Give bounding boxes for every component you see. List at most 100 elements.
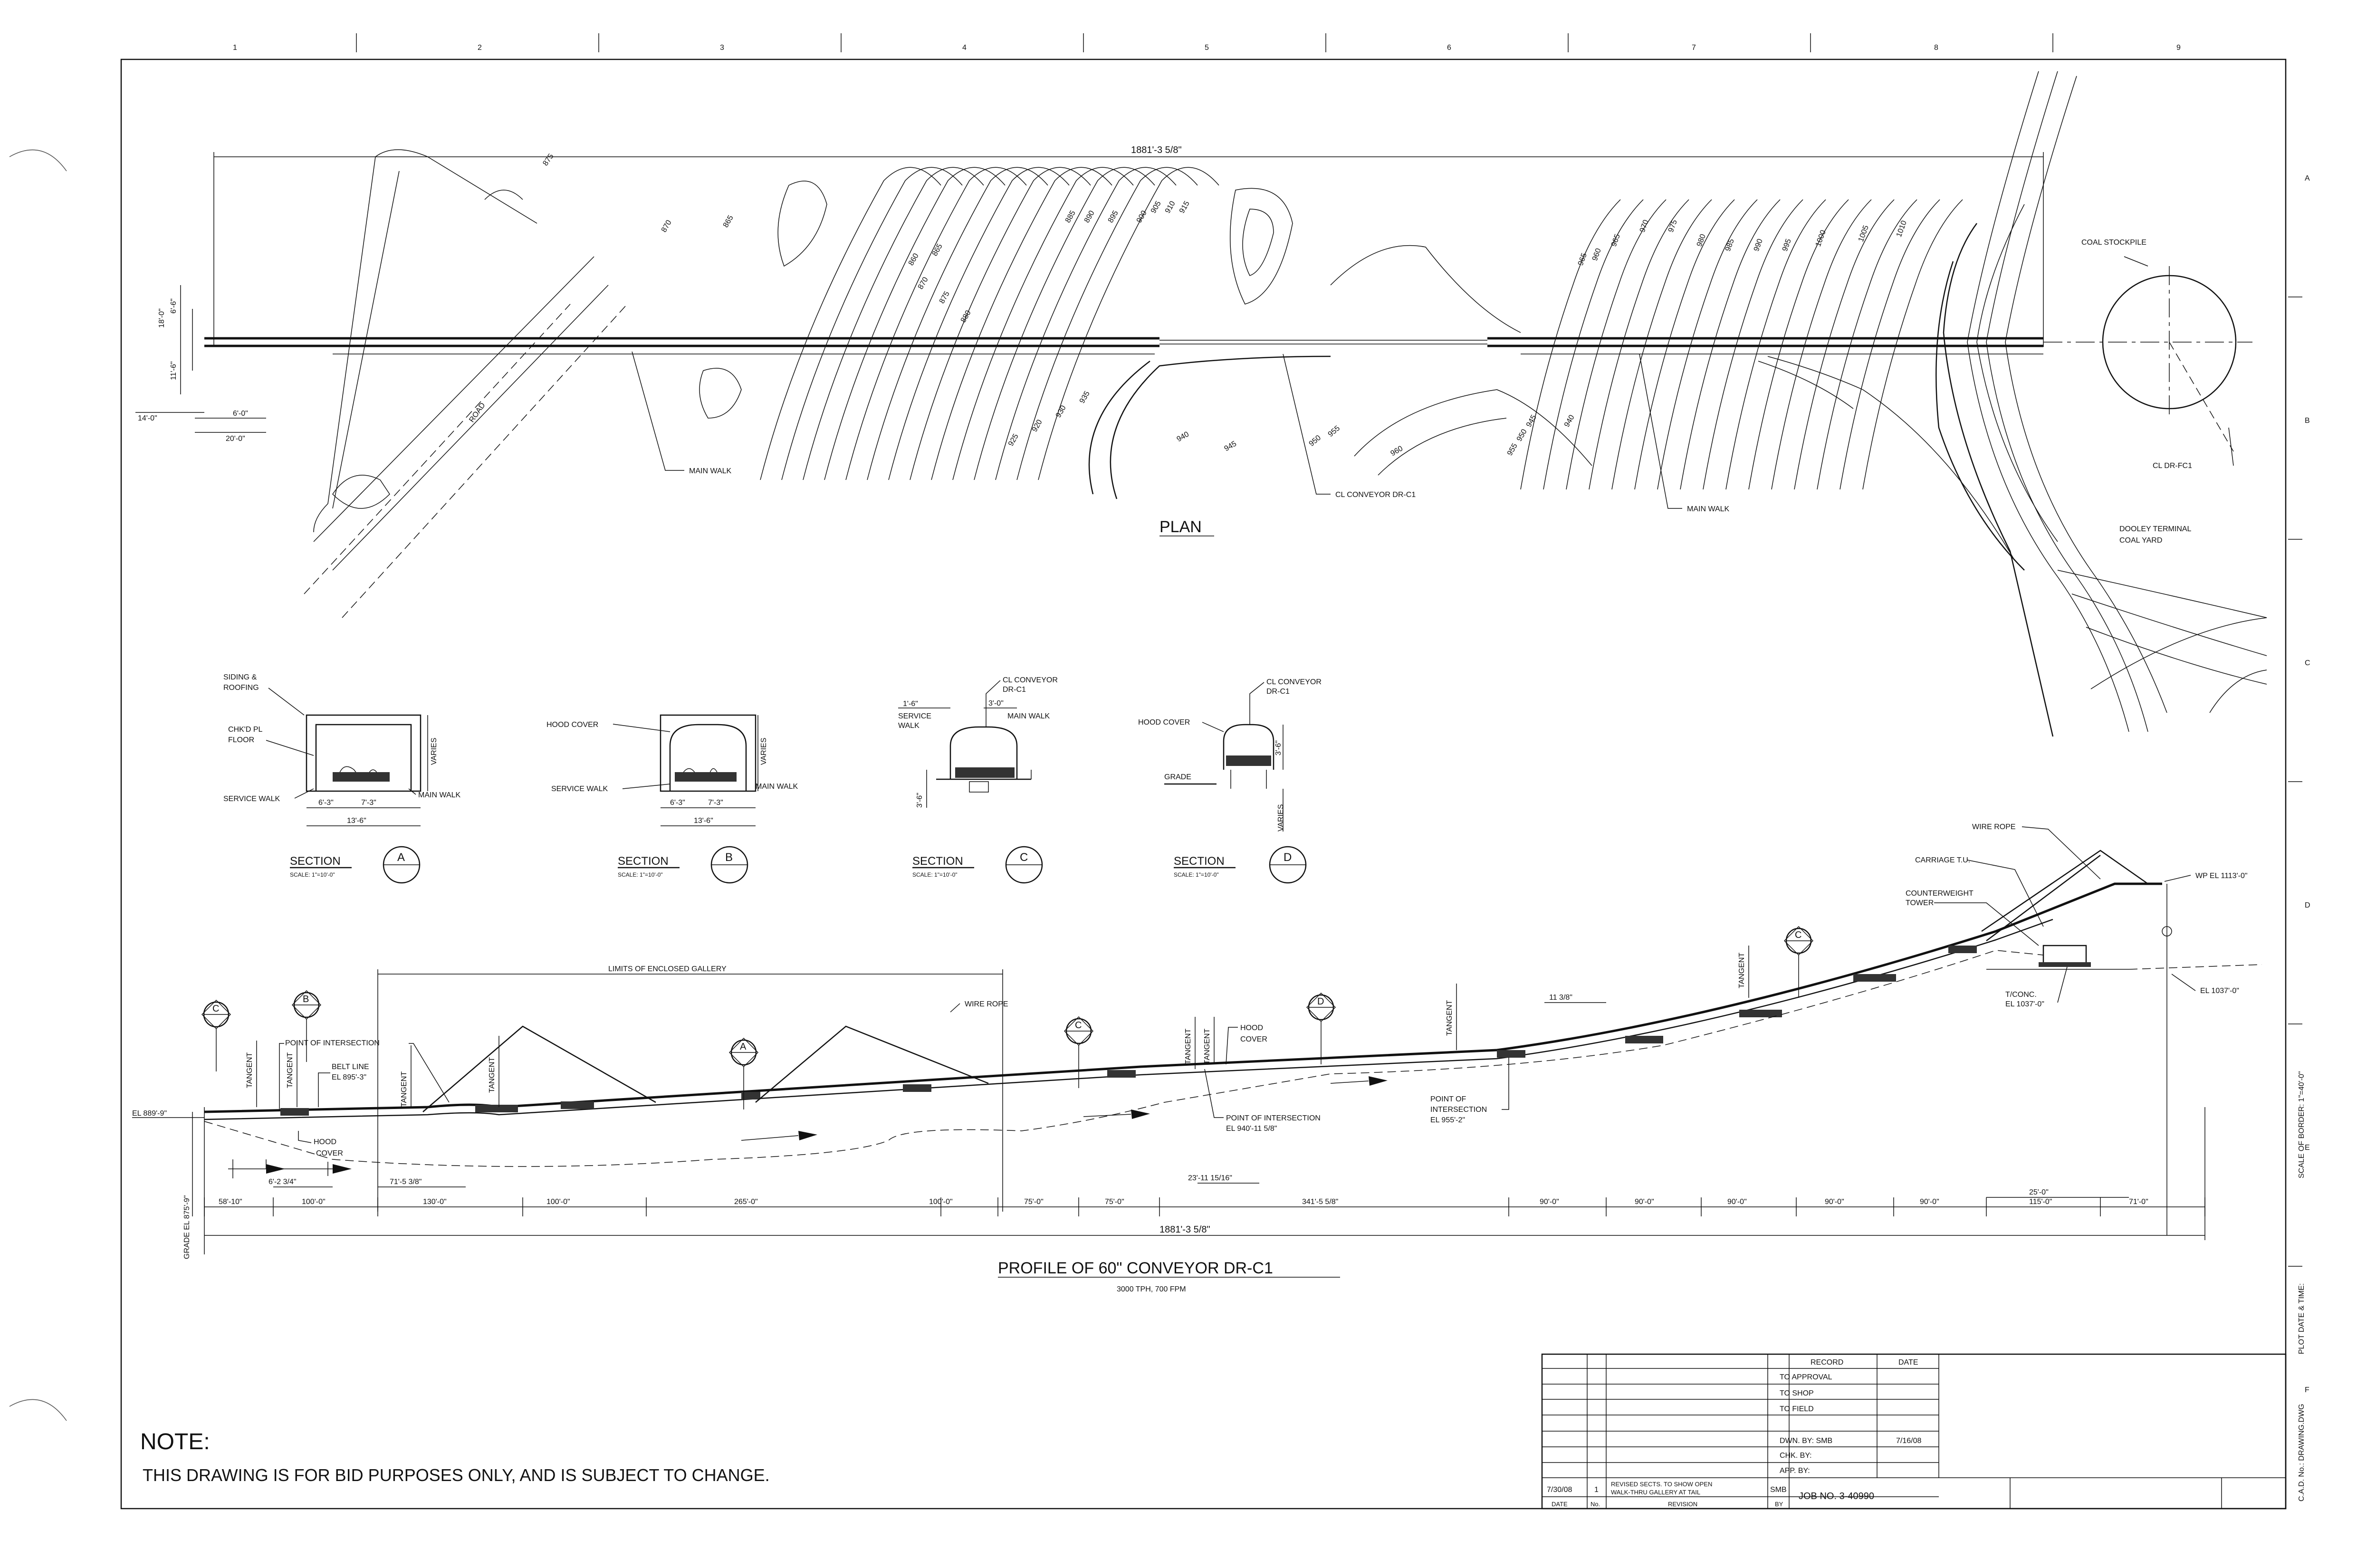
truss-segment — [903, 1084, 931, 1092]
span-dim: 90'-0" — [1727, 1198, 1747, 1206]
dim-71-5-38: 71'-5 3/8" — [390, 1178, 422, 1186]
span-dim: 265'-0" — [734, 1198, 758, 1206]
note-text: THIS DRAWING IS FOR BID PURPOSES ONLY, A… — [143, 1465, 770, 1485]
wire-rope-label-2: WIRE ROPE — [1972, 823, 2016, 831]
contour-line — [888, 167, 1070, 480]
section-a-dim-2: 7'-3" — [361, 799, 376, 807]
el-1037-label: EL 1037'-0" — [2200, 987, 2239, 995]
span-dim: 90'-0" — [1540, 1198, 1559, 1206]
span-dim: 341'-5 5/8" — [1302, 1198, 1338, 1206]
section-d-scale: SCALE: 1"=10'-0" — [1174, 871, 1219, 878]
poi-label-2b: EL 940'-11 5/8" — [1226, 1125, 1277, 1133]
contour-label: 865 — [722, 214, 735, 229]
contour-line — [1520, 199, 1621, 490]
contour-label: 955 — [1506, 442, 1519, 457]
contour-line — [910, 167, 1091, 480]
contour-line — [1589, 199, 1689, 490]
yard-label-2: COAL YARD — [2119, 536, 2162, 545]
hood-cover-label-2: COVER — [316, 1149, 343, 1157]
main-walk-label-2: MAIN WALK — [1687, 505, 1730, 513]
tb-rev-date: 7/30/08 — [1547, 1486, 1572, 1494]
tb-record: RECORD — [1811, 1358, 1843, 1367]
row-label: D — [2305, 901, 2310, 909]
section-b-main-walk: MAIN WALK — [756, 783, 798, 791]
contour-label: 1010 — [1895, 220, 1908, 238]
contour-label: 900 — [1135, 209, 1149, 224]
section-a-chkd-1: CHK'D PL — [228, 726, 263, 734]
truss-segment — [1853, 974, 1896, 982]
tangent-label: TANGENT — [1203, 1029, 1211, 1064]
section-d-letter: D — [1284, 851, 1292, 864]
contour-label: 910 — [1164, 200, 1177, 215]
contour-line — [1817, 199, 1917, 490]
marker-letter: D — [1317, 996, 1324, 1007]
tb-rev-no: 1 — [1594, 1486, 1599, 1494]
tb-h-no: No. — [1590, 1501, 1600, 1508]
section-a-varies: VARIES — [430, 738, 438, 765]
marker-diamond — [291, 990, 322, 1020]
marker-diamond — [1063, 1016, 1094, 1046]
coal-stockpile-label: COAL STOCKPILE — [2081, 239, 2146, 247]
contour-line — [777, 181, 827, 267]
truss-segment — [280, 1108, 309, 1116]
span-dim: 130'-0" — [423, 1198, 447, 1206]
span-ticks — [204, 1197, 2205, 1216]
tb-to-field: TO FIELD — [1780, 1405, 1814, 1413]
truss-segment — [1739, 1010, 1782, 1017]
profile-title: PROFILE OF 60" CONVEYOR DR-C1 — [998, 1259, 1273, 1277]
span-dim: 100'-0" — [302, 1198, 326, 1206]
contour-label: 985 — [1724, 238, 1736, 252]
section-b-letter: B — [725, 851, 733, 864]
column-ticks — [356, 33, 2053, 52]
contour-label: 870 — [660, 219, 673, 234]
section-d-varies: VARIES — [1277, 804, 1285, 832]
contour-label: 980 — [1696, 233, 1707, 248]
counterweight-label-1: COUNTERWEIGHT — [1906, 889, 1974, 898]
tangent-label: TANGENT — [246, 1052, 254, 1088]
dim-6-0: 6'-0" — [233, 410, 248, 418]
section-c-cl-2: DR-C1 — [1003, 686, 1026, 694]
dim-14-0: 14'-0" — [138, 414, 157, 422]
plan-left-dimensions: 18'-0" 6'-6" 11'-6" 14'-0" 6'-0" 20'-0" — [135, 285, 266, 443]
belt-line-top — [204, 882, 2162, 1113]
section-c-main-walk: MAIN WALK — [1007, 712, 1050, 720]
tb-to-shop: TO SHOP — [1780, 1389, 1814, 1397]
section-a-chkd-2: FLOOR — [228, 736, 254, 744]
border-side-label: SCALE OF BORDER: 1"=40'-0" — [2298, 1071, 2306, 1178]
contour-label: 950 — [1308, 434, 1322, 448]
tb-h-by: BY — [1775, 1501, 1783, 1508]
contour-label: 920 — [1031, 418, 1044, 433]
row-ticks — [2288, 296, 2302, 1267]
contour-line — [1330, 245, 1521, 333]
contour-label: 960 — [1389, 444, 1405, 458]
dim-11-38: 11 3/8" — [1549, 994, 1572, 1002]
column-label: 9 — [2176, 44, 2181, 52]
section-a-siding-2: ROOFING — [223, 684, 259, 692]
section-b-dim-2: 7'-3" — [708, 799, 723, 807]
tangent-label: TANGENT — [1738, 953, 1746, 988]
section-b-scale: SCALE: 1"=10'-0" — [618, 871, 663, 878]
section-a-siding-1: SIDING & — [223, 673, 257, 681]
contour-line — [1634, 199, 1735, 490]
contour-line — [952, 167, 1134, 480]
contour-line — [1230, 188, 1293, 305]
contour-label: 875 — [541, 153, 555, 168]
span-dim: 90'-0" — [1920, 1198, 1939, 1206]
contour-line — [1771, 199, 1872, 490]
sheet-border: SCALE OF BORDER: 1"=40'-0" PLOT DATE & T… — [120, 33, 2306, 1510]
tb-h-revision: REVISION — [1668, 1501, 1697, 1508]
column-label: 6 — [1447, 44, 1451, 52]
section-b: VARIES HOOD COVER SERVICE WALK MAIN WALK… — [546, 714, 798, 884]
section-d-cl-1: CL CONVEYOR — [1266, 678, 1322, 686]
section-c-title: SECTION — [912, 855, 963, 868]
tangent-label: TANGENT — [1446, 1000, 1454, 1036]
row-label: B — [2305, 417, 2310, 425]
contour-line — [1725, 199, 1826, 490]
plan-view: 1881'-3 5/8" 18'-0" 6'-6" 11'-6" 14'-0" … — [135, 71, 2267, 737]
tconc-label-2: EL 1037'-0" — [2005, 1000, 2044, 1008]
belt-line-label-2: EL 895'-3" — [332, 1073, 366, 1081]
marker-diamond — [728, 1037, 759, 1068]
section-c-letter: C — [1020, 851, 1028, 864]
marker-letter: C — [212, 1004, 219, 1014]
plan-title: PLAN — [1159, 518, 1202, 536]
